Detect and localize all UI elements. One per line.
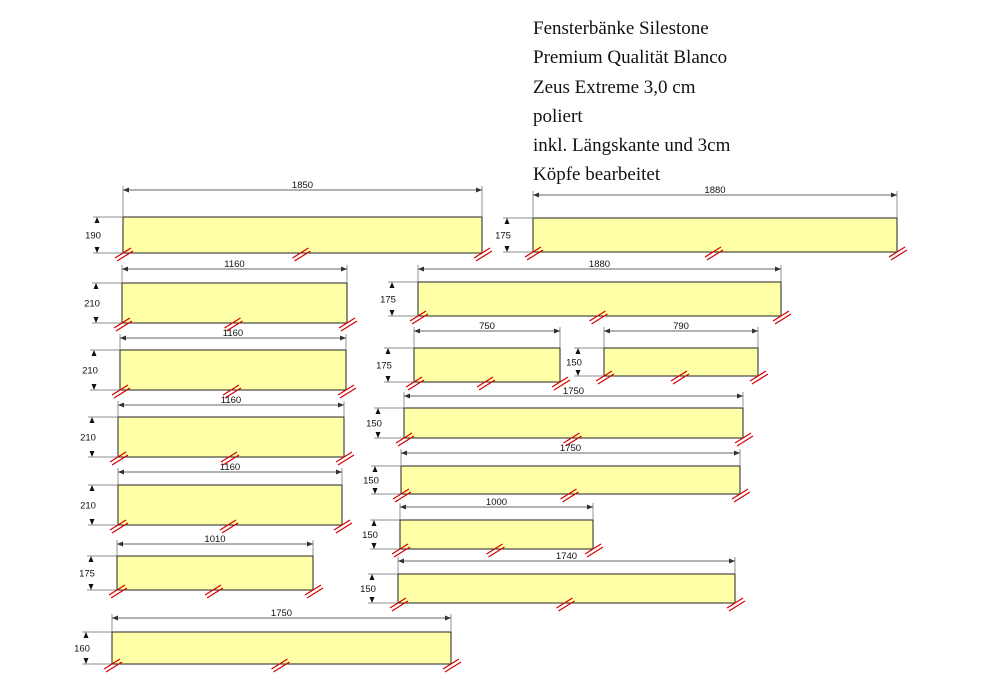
length-label: 1010 (204, 534, 225, 545)
sill-plate (397, 573, 736, 604)
sill-piece: 1750 150 (366, 386, 754, 447)
length-label: 1160 (220, 462, 240, 473)
sill-plate (121, 282, 348, 324)
depth-label: 150 (566, 358, 582, 369)
length-label: 750 (479, 321, 495, 332)
length-label: 1000 (486, 497, 507, 508)
length-label: 1160 (223, 328, 243, 339)
length-label: 1750 (271, 608, 292, 619)
depth-label: 160 (74, 644, 90, 655)
depth-label: 150 (366, 419, 382, 430)
title-line-4: poliert (533, 105, 583, 127)
depth-label: 175 (380, 295, 396, 306)
sill-piece: 1160 210 (80, 462, 353, 534)
depth-label: 150 (362, 530, 378, 541)
depth-label: 190 (85, 231, 101, 242)
sill-plate (117, 484, 343, 526)
sill-piece: 1750 150 (363, 443, 751, 503)
sill-piece: 1740 150 (360, 551, 746, 612)
depth-label: 150 (360, 584, 376, 595)
length-label: 1750 (560, 443, 581, 454)
depth-label: 210 (82, 366, 98, 377)
sill-piece: 1850 190 (85, 180, 493, 262)
sill-plate (399, 519, 594, 550)
sill-plate (400, 465, 741, 495)
sill-piece: 1010 175 (79, 534, 324, 599)
sill-plate (119, 349, 347, 391)
sill-plate (403, 407, 744, 439)
title-line-3: Zeus Extreme 3,0 cm (533, 76, 696, 98)
length-label: 1850 (292, 180, 313, 191)
sill-piece: 1000 150 (362, 497, 604, 558)
sill-plate (117, 416, 345, 458)
length-label: 790 (673, 321, 689, 332)
depth-label: 175 (79, 569, 95, 580)
title-line-2: Premium Qualität Blanco (533, 47, 728, 69)
depth-label: 210 (80, 501, 96, 512)
sill-plate (532, 217, 898, 253)
sill-plate (603, 347, 759, 377)
length-label: 1740 (556, 551, 577, 562)
sill-plate (111, 631, 452, 665)
depth-label: 175 (495, 231, 511, 242)
depth-label: 210 (80, 433, 96, 444)
title-line-5: inkl. Längskante und 3cm (533, 135, 731, 157)
sill-piece: 1750 160 (74, 608, 462, 673)
sill-piece: 1880 175 (380, 259, 792, 325)
sill-plate (413, 347, 561, 383)
length-label: 1880 (704, 185, 725, 196)
sill-plate (116, 555, 314, 591)
sill-piece: 1160 210 (82, 328, 357, 399)
sill-plate (417, 281, 782, 317)
title-block: Fensterbänke Silestone Premium Qualität … (533, 14, 730, 190)
sill-piece: 790 150 (566, 321, 769, 385)
depth-label: 175 (376, 361, 392, 372)
depth-label: 210 (84, 299, 100, 310)
length-label: 1160 (221, 395, 241, 406)
length-label: 1750 (563, 386, 584, 397)
sill-piece: 750 175 (376, 321, 571, 391)
sill-piece: 1160 210 (80, 395, 355, 466)
length-label: 1160 (224, 259, 244, 270)
title-line-1: Fensterbänke Silestone (533, 18, 709, 39)
title-line-6: Köpfe bearbeitet (533, 164, 661, 186)
length-label: 1880 (589, 259, 610, 270)
sill-piece: 1160 210 (84, 259, 358, 332)
sill-plate (122, 216, 483, 254)
sill-piece: 1880 175 (495, 185, 908, 261)
depth-label: 150 (363, 476, 379, 487)
